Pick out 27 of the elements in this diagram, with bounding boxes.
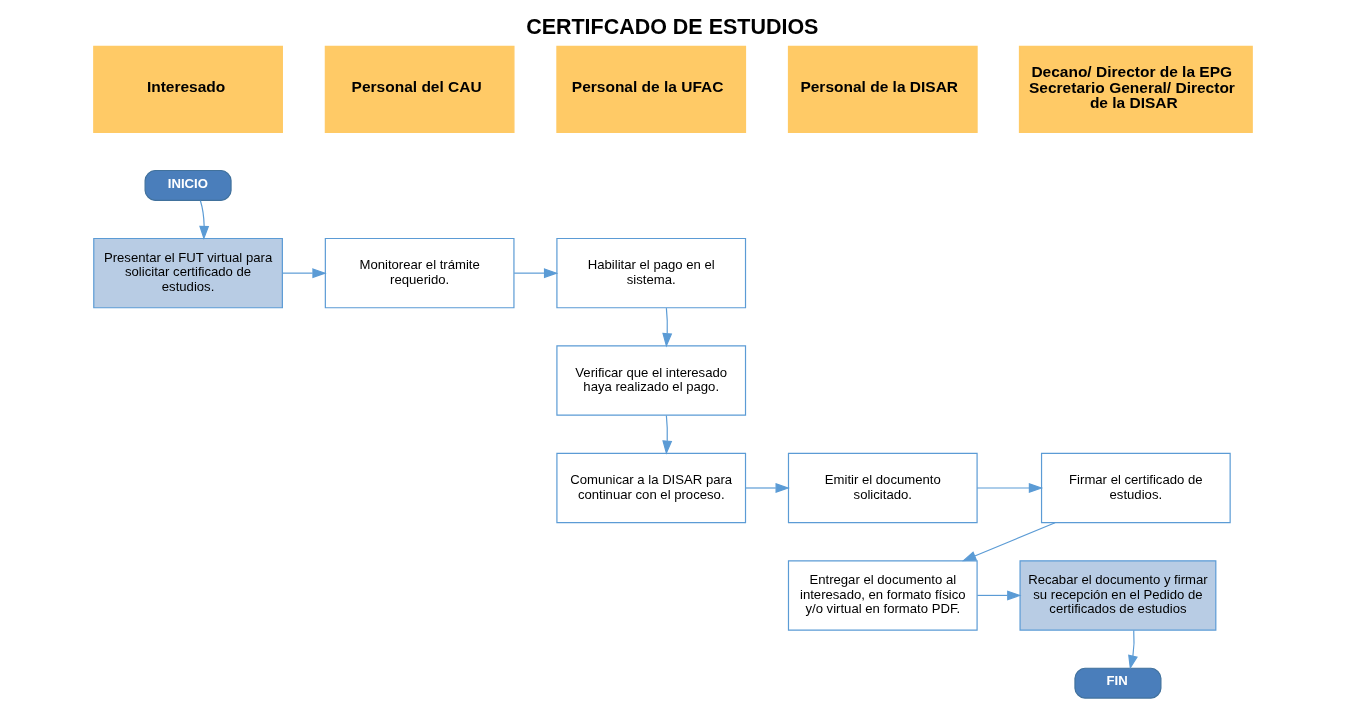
node-box: Personal del CAU	[324, 45, 515, 133]
node-box: FIN	[1073, 667, 1161, 699]
node-box: Personal de la UFAC	[555, 45, 746, 133]
node-box: Habilitar el pago en el sistema.	[555, 237, 746, 309]
node-box: Monitorear el trámite requerido.	[324, 237, 515, 309]
arrow	[661, 307, 672, 348]
node-box: Decano/ Director de la EPG Secretario General/ Director de la DISAR	[1018, 45, 1253, 133]
node-box: INICIO	[144, 169, 232, 201]
node-box: Firmar el certificado de estudios.	[1040, 452, 1231, 524]
arrow	[976, 483, 1043, 493]
node-box: Comunicar a la DISAR para continuar con el proceso.	[555, 452, 746, 524]
node-box: Presentar el FUT virtual para solicitar certificado de estudios.	[92, 237, 283, 309]
node-box: Entregar el documento al interesado, en formato físico y/o virtual en formato PDF.	[787, 560, 978, 631]
arrow	[281, 268, 327, 279]
arrow	[513, 268, 558, 279]
arrow	[976, 590, 1021, 601]
arrow	[744, 483, 790, 493]
node-box: Personal de la DISAR	[787, 45, 978, 133]
arrow	[198, 200, 209, 241]
node-box: Verificar que el interesado haya realizado el pago.	[555, 345, 746, 416]
arrow	[661, 415, 672, 455]
node-box: Emitir el documento solicitado.	[787, 452, 978, 524]
node-box: Interesado	[92, 45, 283, 133]
arrow	[1127, 629, 1138, 670]
node-box: Recabar el documento y firmar su recepción en el Pedido de certificados de estudios	[1018, 560, 1216, 631]
diagram-title: CERTIFCADO DE ESTUDIOS	[525, 14, 818, 39]
arrow	[961, 522, 1056, 562]
